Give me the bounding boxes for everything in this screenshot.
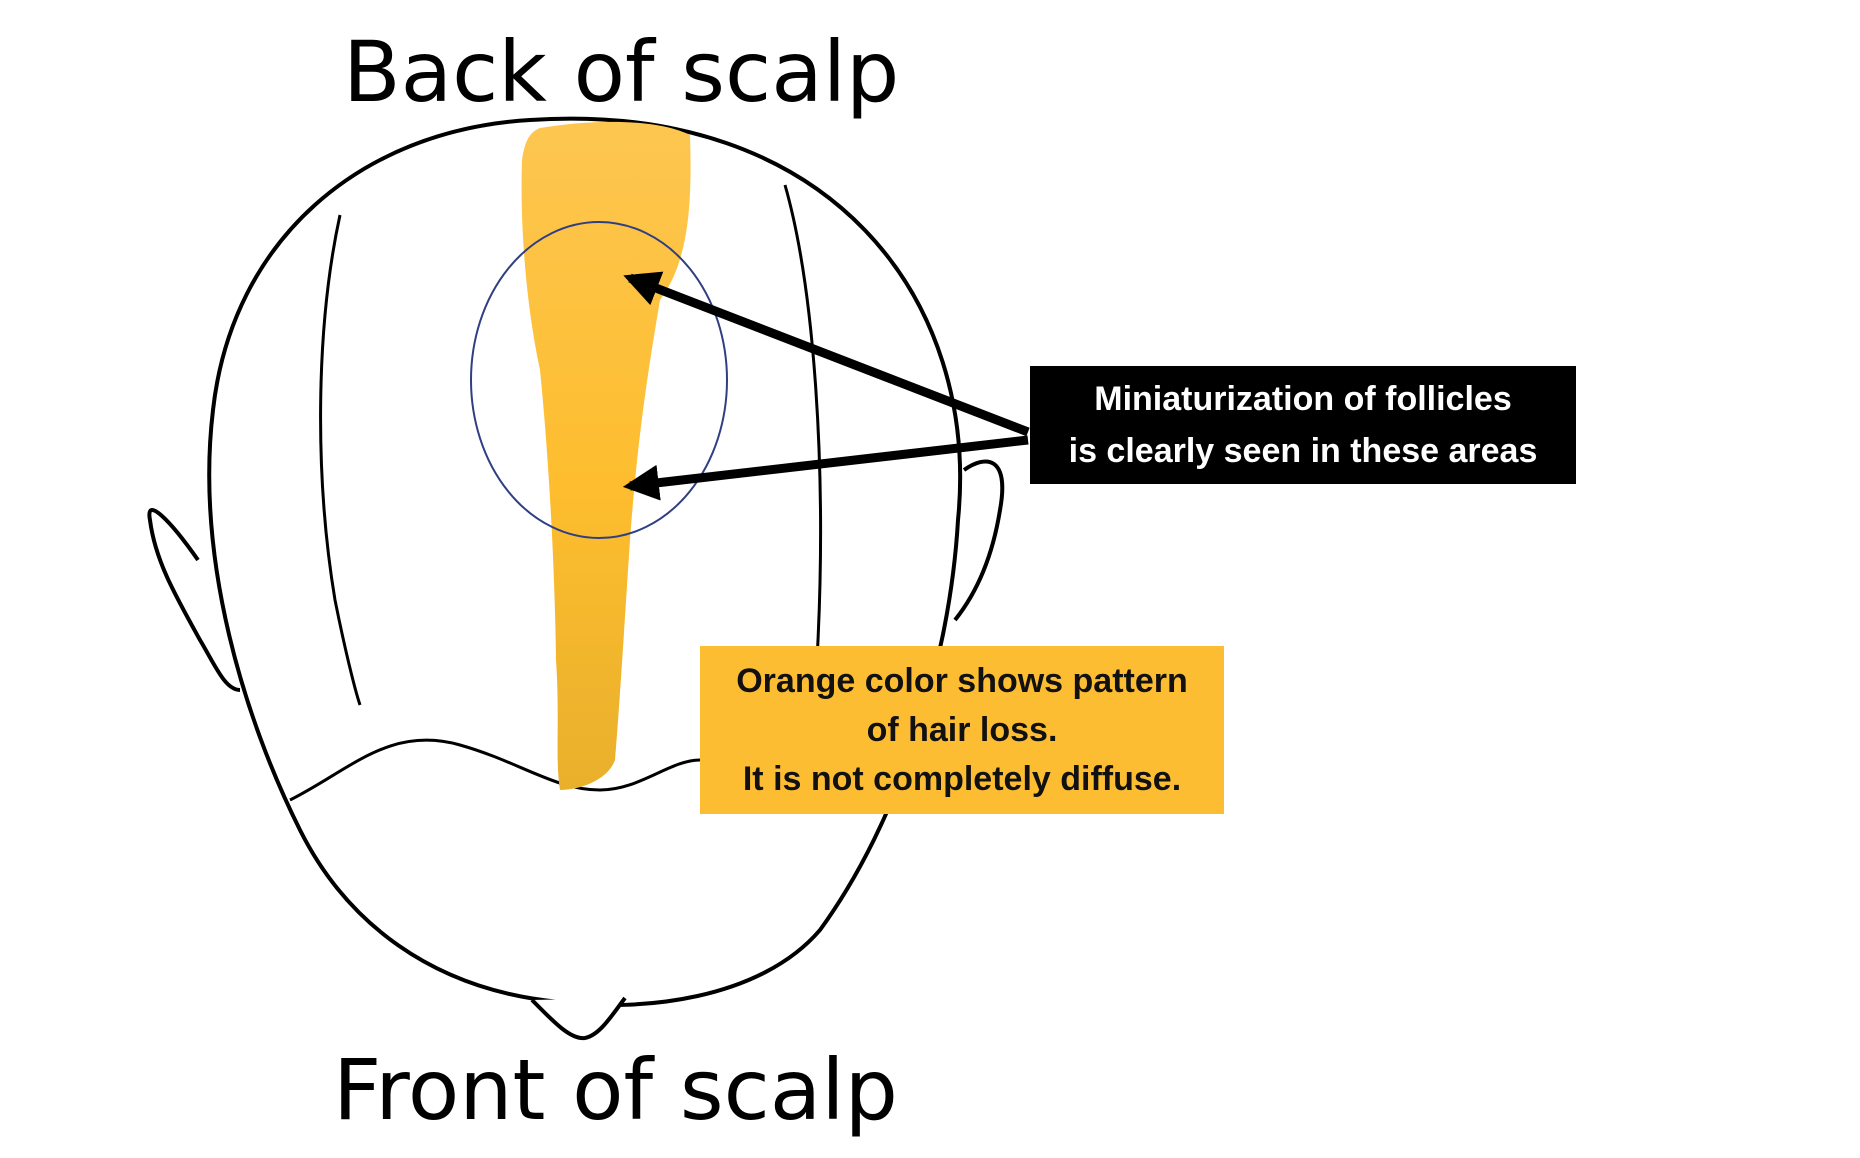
back-of-scalp-label: Back of scalp bbox=[343, 23, 900, 121]
left-scalp-line bbox=[319, 214, 362, 706]
callout-line: It is not completely diffuse. bbox=[742, 759, 1182, 798]
hairline-curve bbox=[289, 738, 701, 802]
callout-line: Miniaturization of follicles bbox=[1094, 380, 1512, 418]
callout-line: of hair loss. bbox=[866, 710, 1058, 749]
right-ear bbox=[953, 459, 1005, 622]
chin-outline bbox=[530, 996, 627, 1041]
hair-loss-pattern-callout: Orange color shows pattern of hair loss.… bbox=[700, 646, 1224, 814]
highlight-ellipse bbox=[470, 221, 728, 539]
left-ear bbox=[147, 507, 241, 692]
miniaturization-callout: Miniaturization of follicles is clearly … bbox=[1030, 366, 1576, 484]
front-of-scalp-label: Front of scalp bbox=[333, 1041, 898, 1139]
callout-line: is clearly seen in these areas bbox=[1068, 432, 1538, 470]
arrow-lower bbox=[622, 435, 1029, 501]
arrow-upper bbox=[623, 271, 1030, 437]
callout-line: Orange color shows pattern bbox=[736, 661, 1188, 700]
